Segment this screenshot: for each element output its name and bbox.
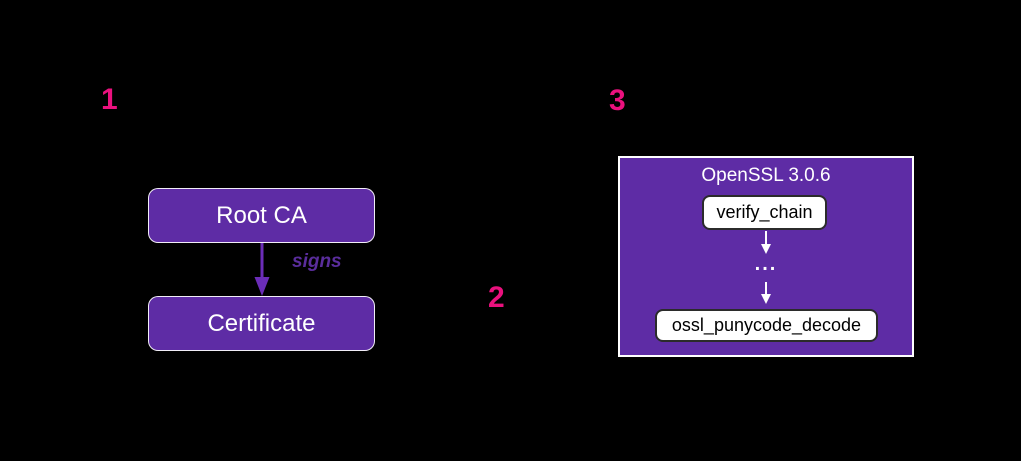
certificate-node: Certificate <box>148 296 375 351</box>
certificate-label: Certificate <box>207 309 316 337</box>
signs-edge-label: signs <box>292 251 342 272</box>
call-chain-ellipsis: ... <box>754 253 778 275</box>
signs-arrow <box>254 243 270 296</box>
root-ca-label: Root CA <box>216 201 307 229</box>
verify-chain-label: verify_chain <box>716 202 813 222</box>
root-ca-node: Root CA <box>148 188 375 243</box>
step-number-2: 2 <box>488 281 505 314</box>
step-number-3: 3 <box>609 84 626 117</box>
openssl-title: OpenSSL 3.0.6 <box>701 165 831 186</box>
ossl-punycode-decode-label: ossl_punycode_decode <box>671 315 862 335</box>
step-number-1: 1 <box>101 83 118 116</box>
ossl-punycode-decode-node: ossl_punycode_decode <box>655 309 878 342</box>
verify-chain-node: verify_chain <box>702 195 827 230</box>
